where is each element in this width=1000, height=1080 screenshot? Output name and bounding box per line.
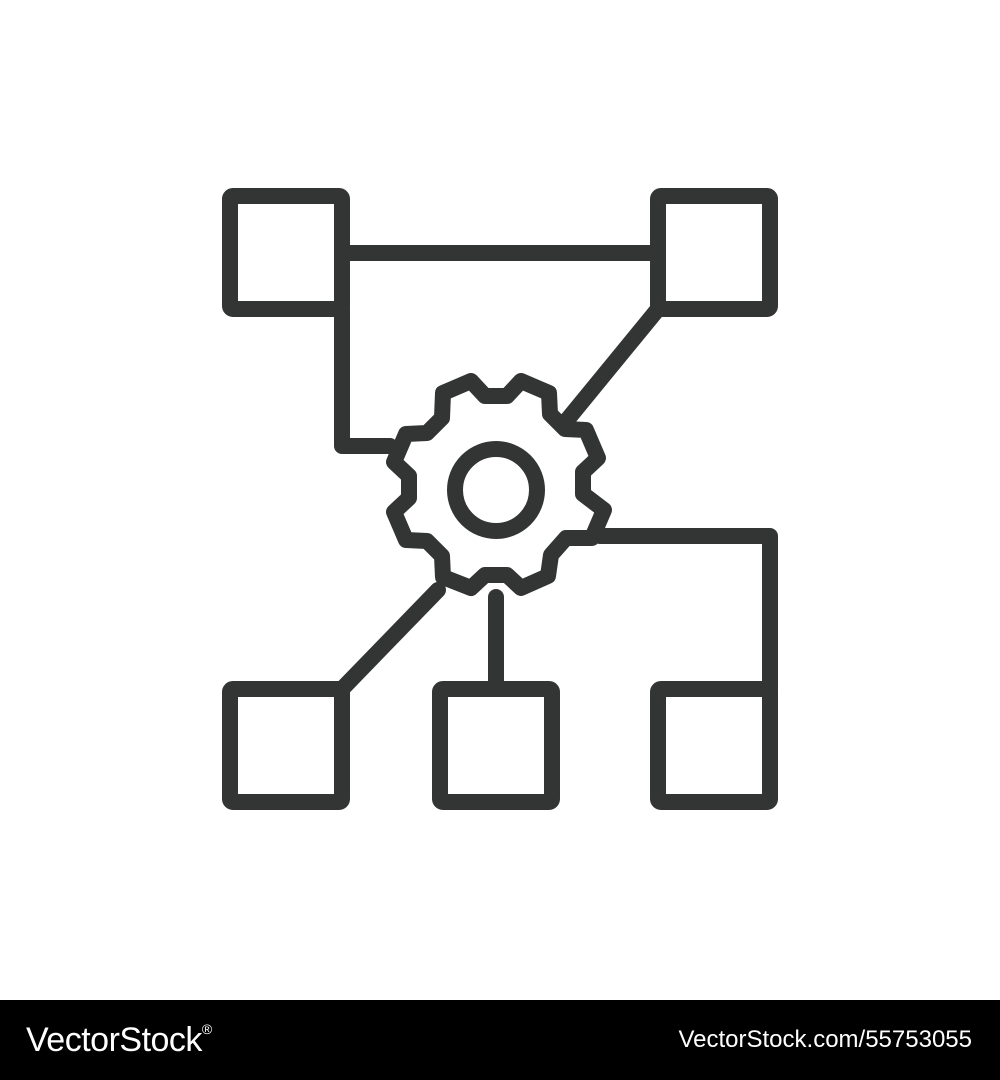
workflow-gear-network-icon (222, 188, 778, 810)
watermark-bar: VectorStock® VectorStock.com/55753055 (0, 1000, 1000, 1080)
bottom-right-node-box (650, 681, 778, 810)
image-id-text: VectorStock.com/55753055 (678, 1026, 972, 1053)
left-elbow-connector (334, 301, 398, 454)
vectorstock-logo: VectorStock® (26, 1021, 212, 1060)
top-left-node-box (222, 188, 350, 317)
bottom-middle-node-box (432, 681, 560, 810)
brand-name: VectorStock (26, 1020, 202, 1059)
illustration-area (222, 188, 778, 810)
top-right-node-box (650, 188, 778, 317)
bottom-left-diagonal-connector (334, 582, 446, 697)
gear-icon (386, 373, 612, 596)
bottom-left-node-box (222, 681, 350, 810)
bottom-right-elbow-connector (592, 528, 778, 697)
right-diagonal-connector (555, 301, 666, 433)
gear-hub (447, 441, 545, 539)
brand-registered-mark: ® (201, 1020, 212, 1037)
